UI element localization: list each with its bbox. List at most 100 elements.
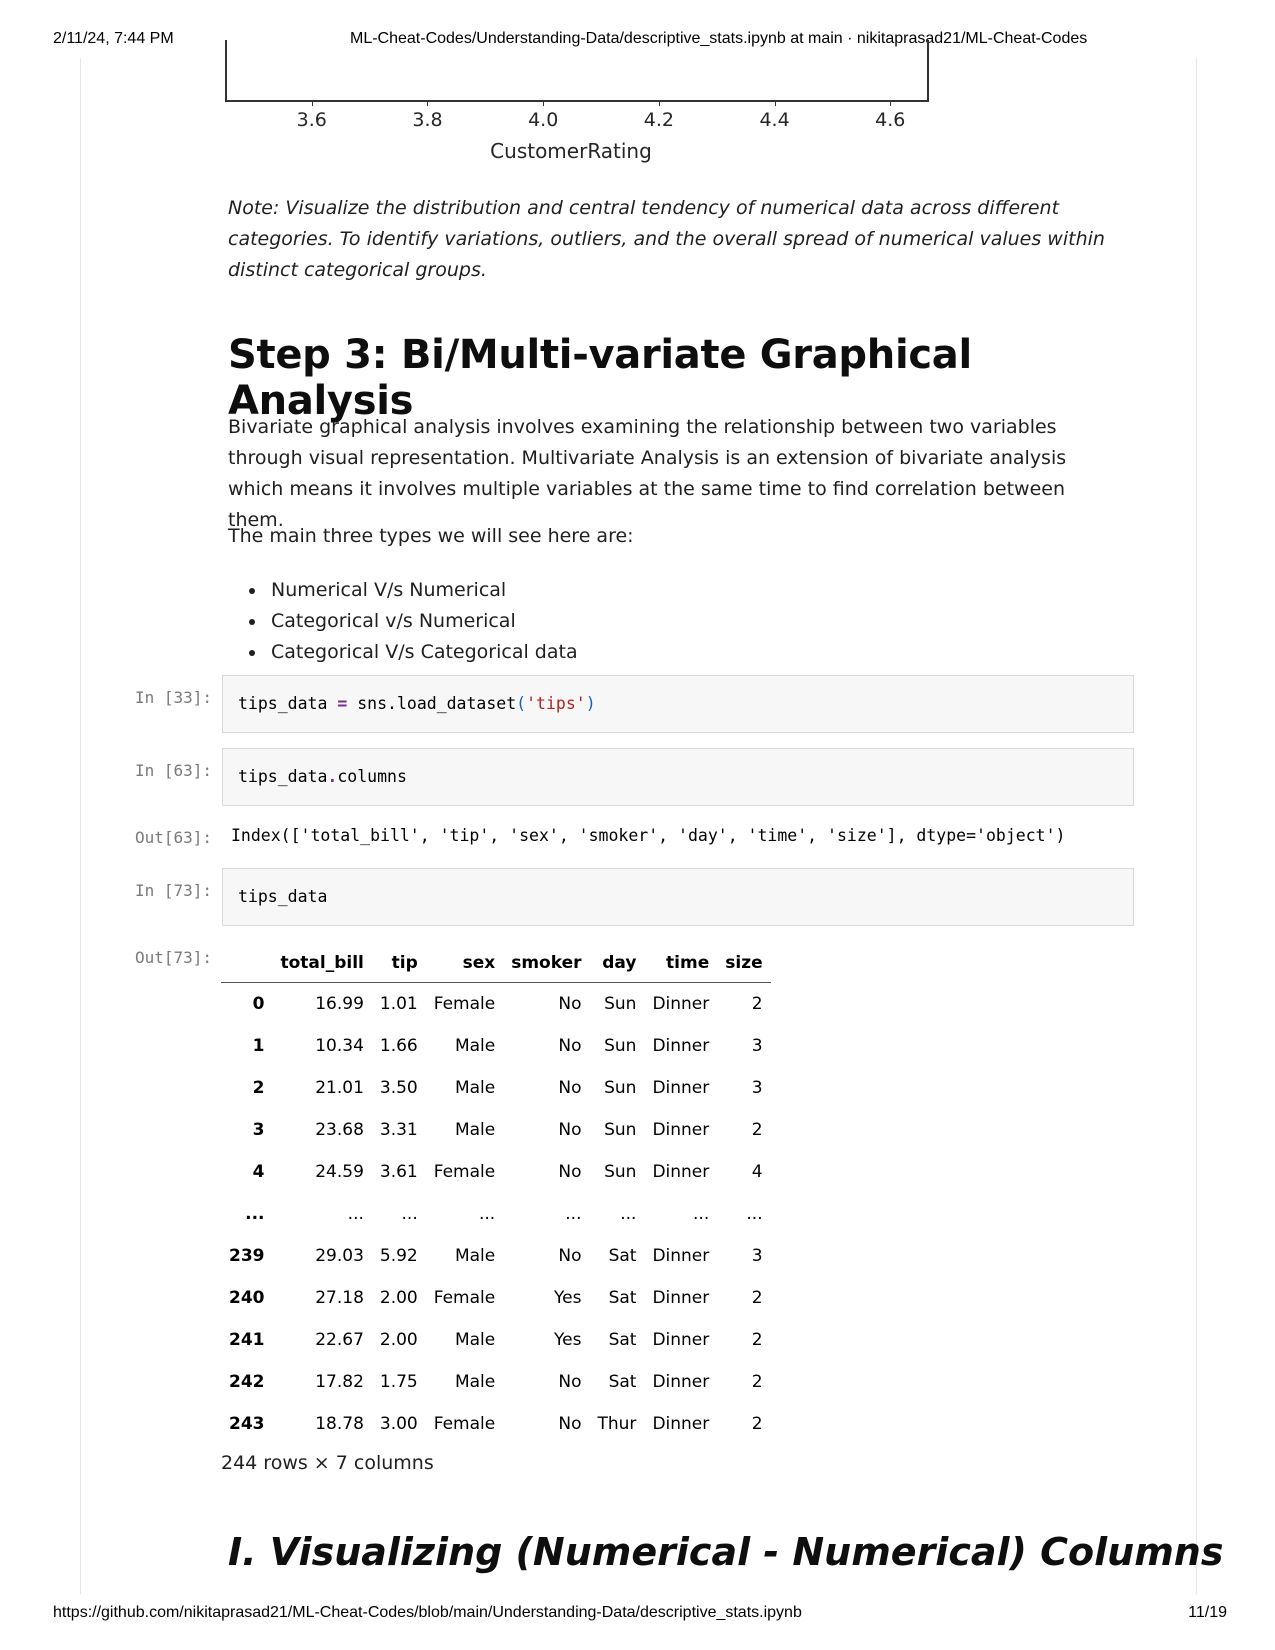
input-prompt: In [33]:	[134, 688, 212, 707]
table-header-row: total_bill tip sex smoker day time size	[221, 944, 771, 983]
code-token: tips_data	[238, 767, 328, 786]
table-cell: Yes	[554, 1288, 582, 1308]
x-tick-label: 3.6	[296, 109, 327, 131]
table-cell: 2	[751, 1120, 763, 1140]
column-header: day	[589, 944, 645, 983]
table-cell: No	[558, 1246, 582, 1266]
table-cell: ...	[347, 1204, 364, 1224]
table-cell: Dinner	[652, 1372, 710, 1392]
code-operator: .	[327, 767, 338, 786]
table-cell: Male	[454, 1246, 496, 1266]
x-tick-label: 4.2	[643, 109, 674, 131]
x-tick-mark	[427, 100, 429, 106]
table-cell: ...	[620, 1204, 637, 1224]
code-cell[interactable]: tips_data = sns.load_dataset('tips')	[222, 675, 1134, 733]
column-header: smoker	[503, 944, 590, 983]
print-header: 2/11/24, 7:44 PM ML-Cheat-Codes/Understa…	[0, 30, 1275, 52]
cell-output: Index(['total_bill', 'tip', 'sex', 'smok…	[231, 826, 1066, 845]
code-paren: )	[585, 694, 596, 713]
table-cell: Dinner	[652, 1246, 710, 1266]
x-tick-mark	[543, 100, 545, 106]
code-token: tips_data	[238, 887, 328, 906]
dataframe-table: total_bill tip sex smoker day time size …	[221, 944, 771, 1445]
table-cell: 3	[751, 1078, 763, 1098]
column-header: sex	[425, 944, 504, 983]
x-tick-label: 4.6	[875, 109, 906, 131]
table-cell: Dinner	[652, 994, 710, 1014]
table-cell: Thur	[597, 1414, 637, 1434]
table-cell: ...	[401, 1204, 418, 1224]
table-cell: Dinner	[652, 1078, 710, 1098]
x-tick-label: 4.0	[528, 109, 559, 131]
table-cell: 2	[751, 994, 763, 1014]
row-index: 0	[252, 994, 265, 1014]
code-token: tips_data	[238, 694, 328, 713]
table-cell: Female	[433, 994, 496, 1014]
table-cell: Female	[433, 1414, 496, 1434]
table-cell: No	[558, 1078, 582, 1098]
table-cell: Sat	[608, 1330, 637, 1350]
table-cell: 29.03	[315, 1246, 364, 1266]
column-header: size	[717, 944, 771, 983]
print-page-title: ML-Cheat-Codes/Understanding-Data/descri…	[350, 30, 1088, 47]
description-paragraph: Bivariate graphical analysis involves ex…	[228, 416, 1067, 531]
row-index: 1	[252, 1036, 265, 1056]
table-cell: Sun	[604, 1078, 637, 1098]
table-cell: 22.67	[315, 1330, 364, 1350]
table-cell: Dinner	[652, 1288, 710, 1308]
table-cell: No	[558, 1120, 582, 1140]
table-cell: 21.01	[315, 1078, 364, 1098]
boxplot-axes-frame	[225, 40, 929, 102]
table-cell: 3	[751, 1036, 763, 1056]
list-item: Categorical v/s Numerical	[267, 606, 578, 637]
table-cell: 2	[751, 1288, 763, 1308]
column-header: time	[644, 944, 718, 983]
table-cell: Female	[433, 1288, 496, 1308]
list-item: Numerical V/s Numerical	[267, 575, 578, 606]
code-operator: =	[337, 694, 348, 713]
code-cell[interactable]: tips_data	[222, 868, 1134, 926]
table-cell: Sat	[608, 1246, 637, 1266]
table-cell: No	[558, 1372, 582, 1392]
table-cell: Female	[433, 1162, 496, 1182]
table-cell: Male	[454, 1078, 496, 1098]
table-cell: ...	[565, 1204, 582, 1224]
print-date: 2/11/24, 7:44 PM	[53, 30, 174, 47]
output-prompt: Out[63]:	[134, 828, 212, 847]
next-section-heading: I. Visualizing (Numerical - Numerical) C…	[228, 1530, 1224, 1574]
table-cell: Dinner	[652, 1330, 710, 1350]
table-cell: No	[558, 1162, 582, 1182]
code-string: 'tips'	[526, 694, 586, 713]
row-index: 4	[252, 1162, 265, 1182]
code-cell[interactable]: tips_data.columns	[222, 748, 1134, 806]
table-cell: Dinner	[652, 1162, 710, 1182]
table-cell: Dinner	[652, 1120, 710, 1140]
x-tick-mark	[658, 100, 660, 106]
table-cell: Male	[454, 1330, 496, 1350]
column-header	[221, 944, 273, 983]
table-cell: 18.78	[315, 1414, 364, 1434]
table-cell: 2.00	[379, 1288, 418, 1308]
table-cell: Sat	[608, 1372, 637, 1392]
input-prompt: In [63]:	[134, 761, 212, 780]
column-header: total_bill	[272, 944, 372, 983]
table-cell: 10.34	[315, 1036, 364, 1056]
x-tick-label: 3.8	[412, 109, 443, 131]
table-cell: 4	[751, 1162, 763, 1182]
table-cell: Dinner	[652, 1414, 710, 1434]
note-text: Note: Visualize the distribution and cen…	[228, 197, 1105, 281]
table-cell: 27.18	[315, 1288, 364, 1308]
table-cell: 23.68	[315, 1120, 364, 1140]
x-tick-label: 4.4	[759, 109, 790, 131]
table-cell: Male	[454, 1120, 496, 1140]
row-index: 3	[252, 1120, 265, 1140]
table-cell: No	[558, 1036, 582, 1056]
row-index: 241	[229, 1330, 265, 1350]
table-cell: Sat	[608, 1288, 637, 1308]
